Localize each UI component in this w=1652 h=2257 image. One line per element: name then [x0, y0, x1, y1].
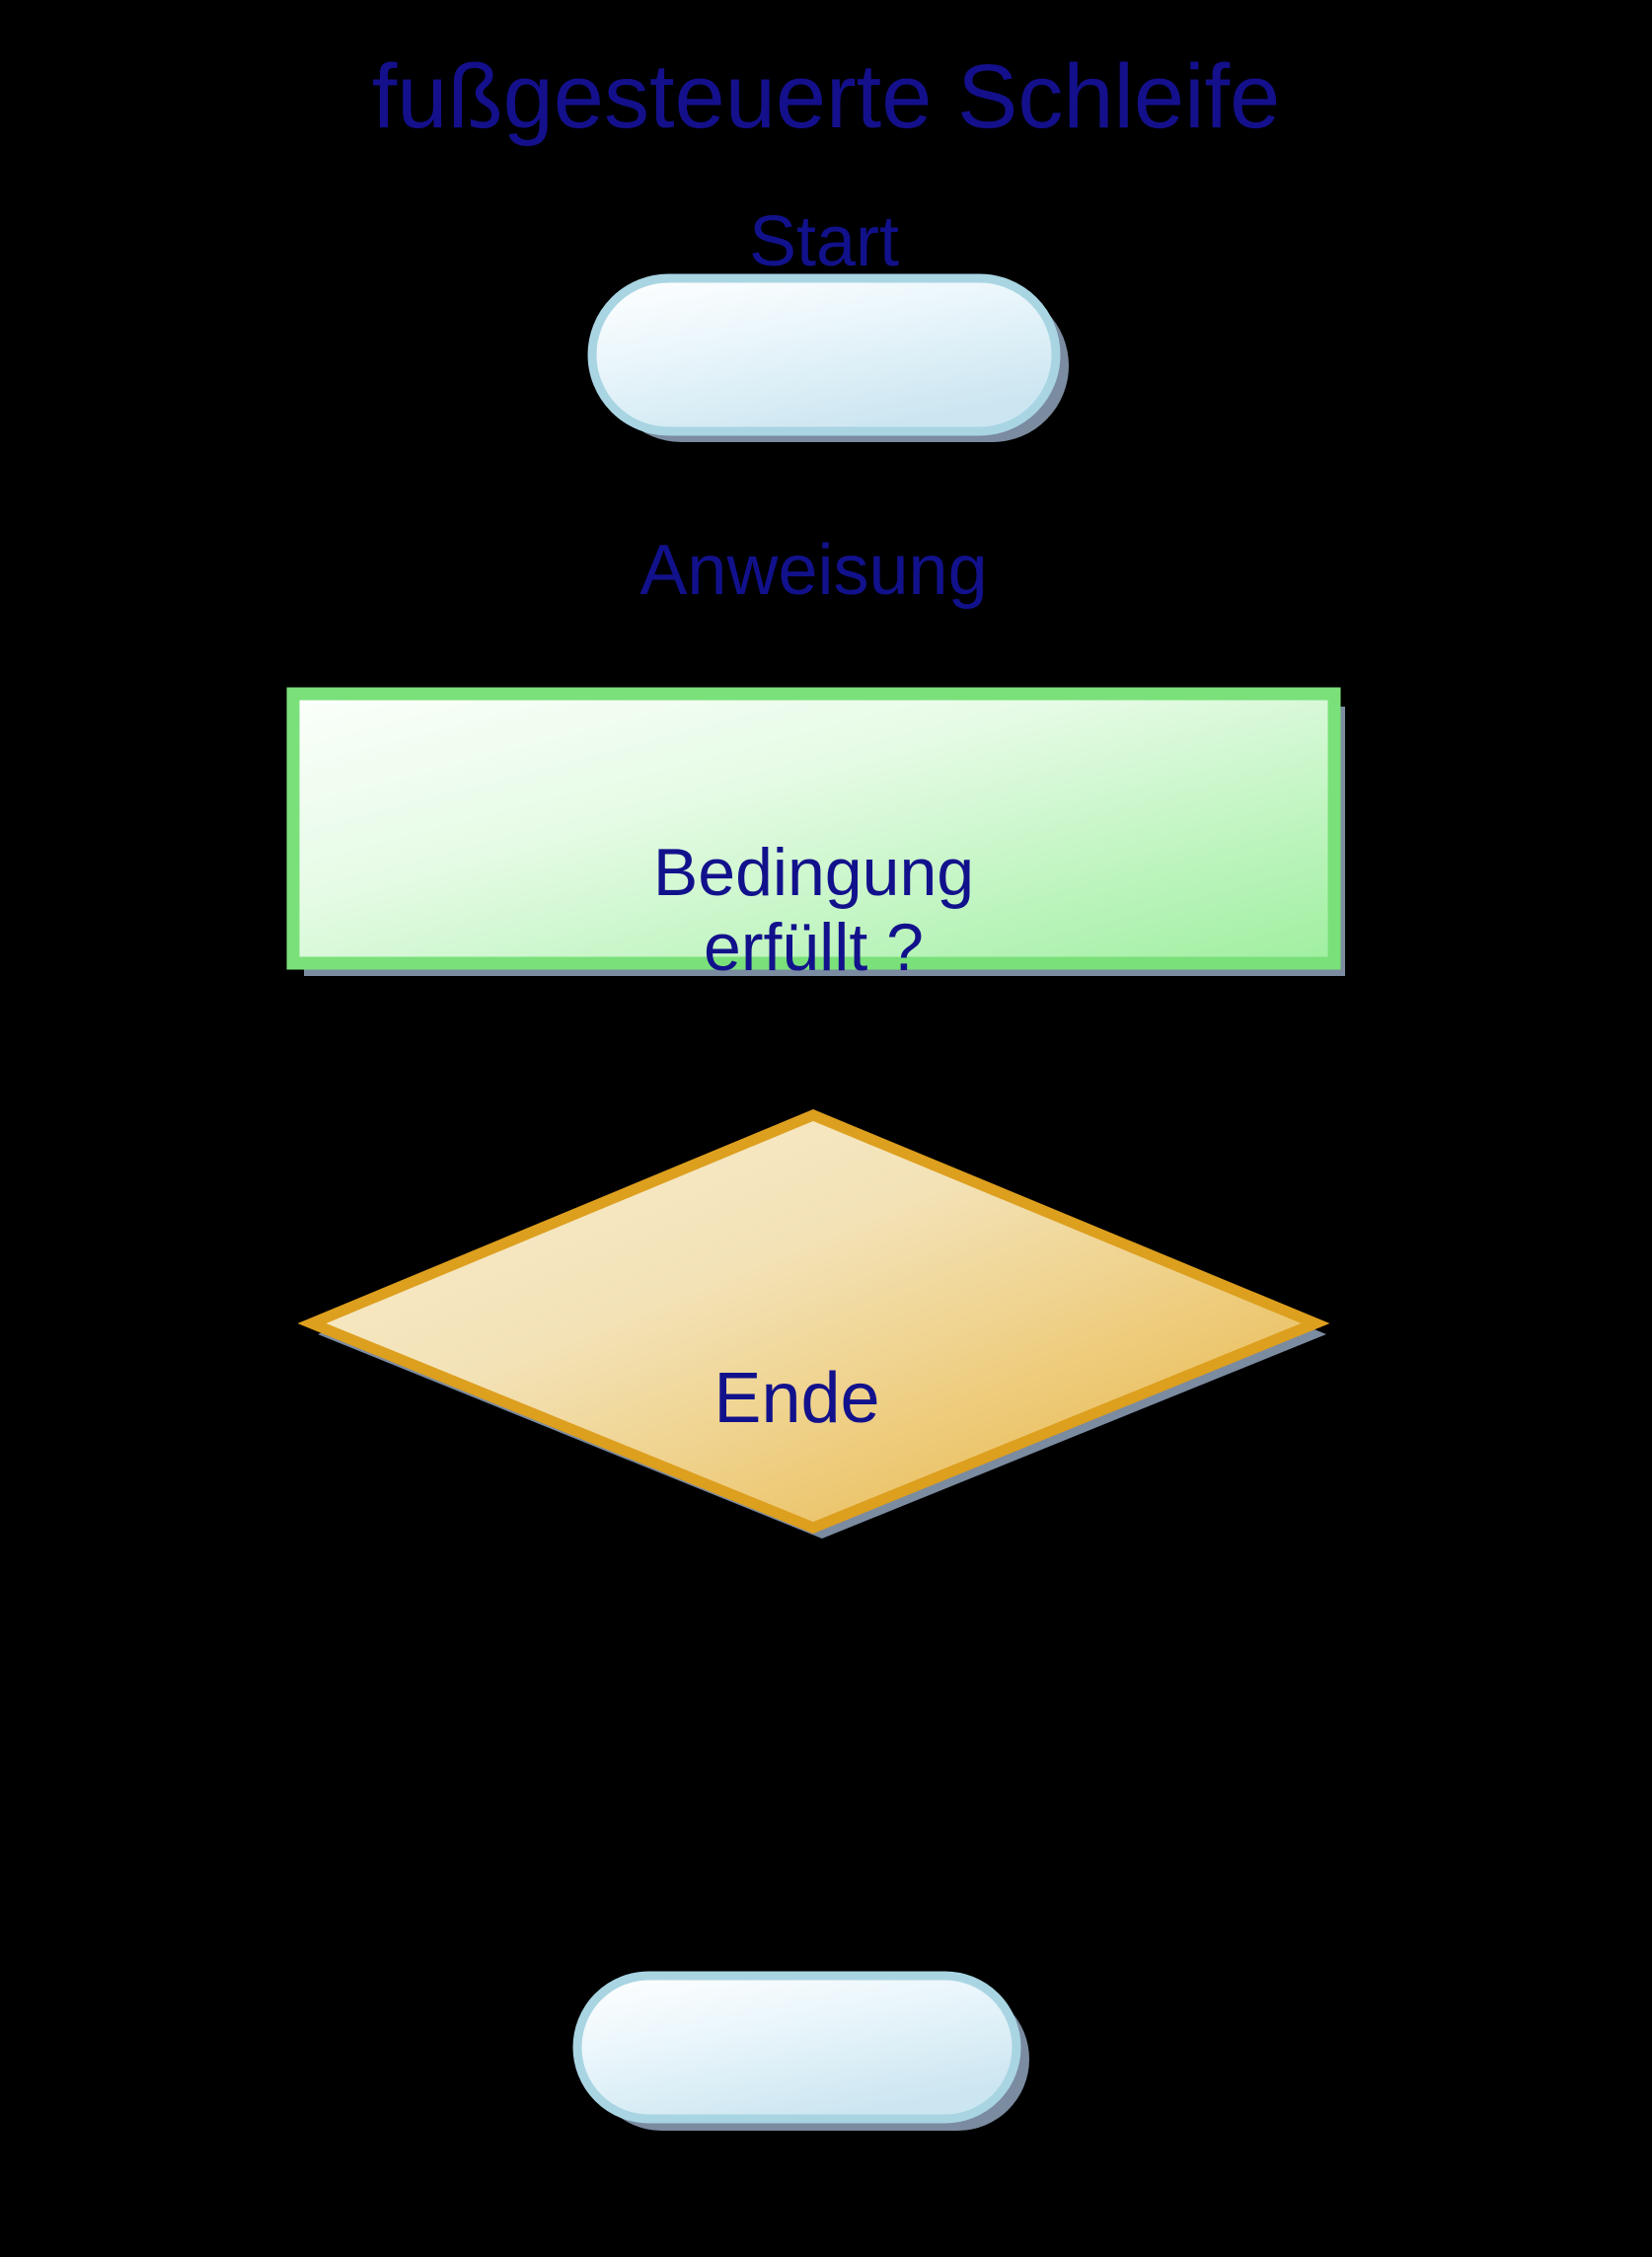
page-title: fußgesteuerte Schleife	[371, 46, 1281, 147]
start-node[interactable]	[587, 273, 1061, 436]
end-node[interactable]	[572, 1971, 1021, 2124]
decision-node[interactable]	[297, 1109, 1330, 1534]
process-node[interactable]	[286, 687, 1341, 970]
